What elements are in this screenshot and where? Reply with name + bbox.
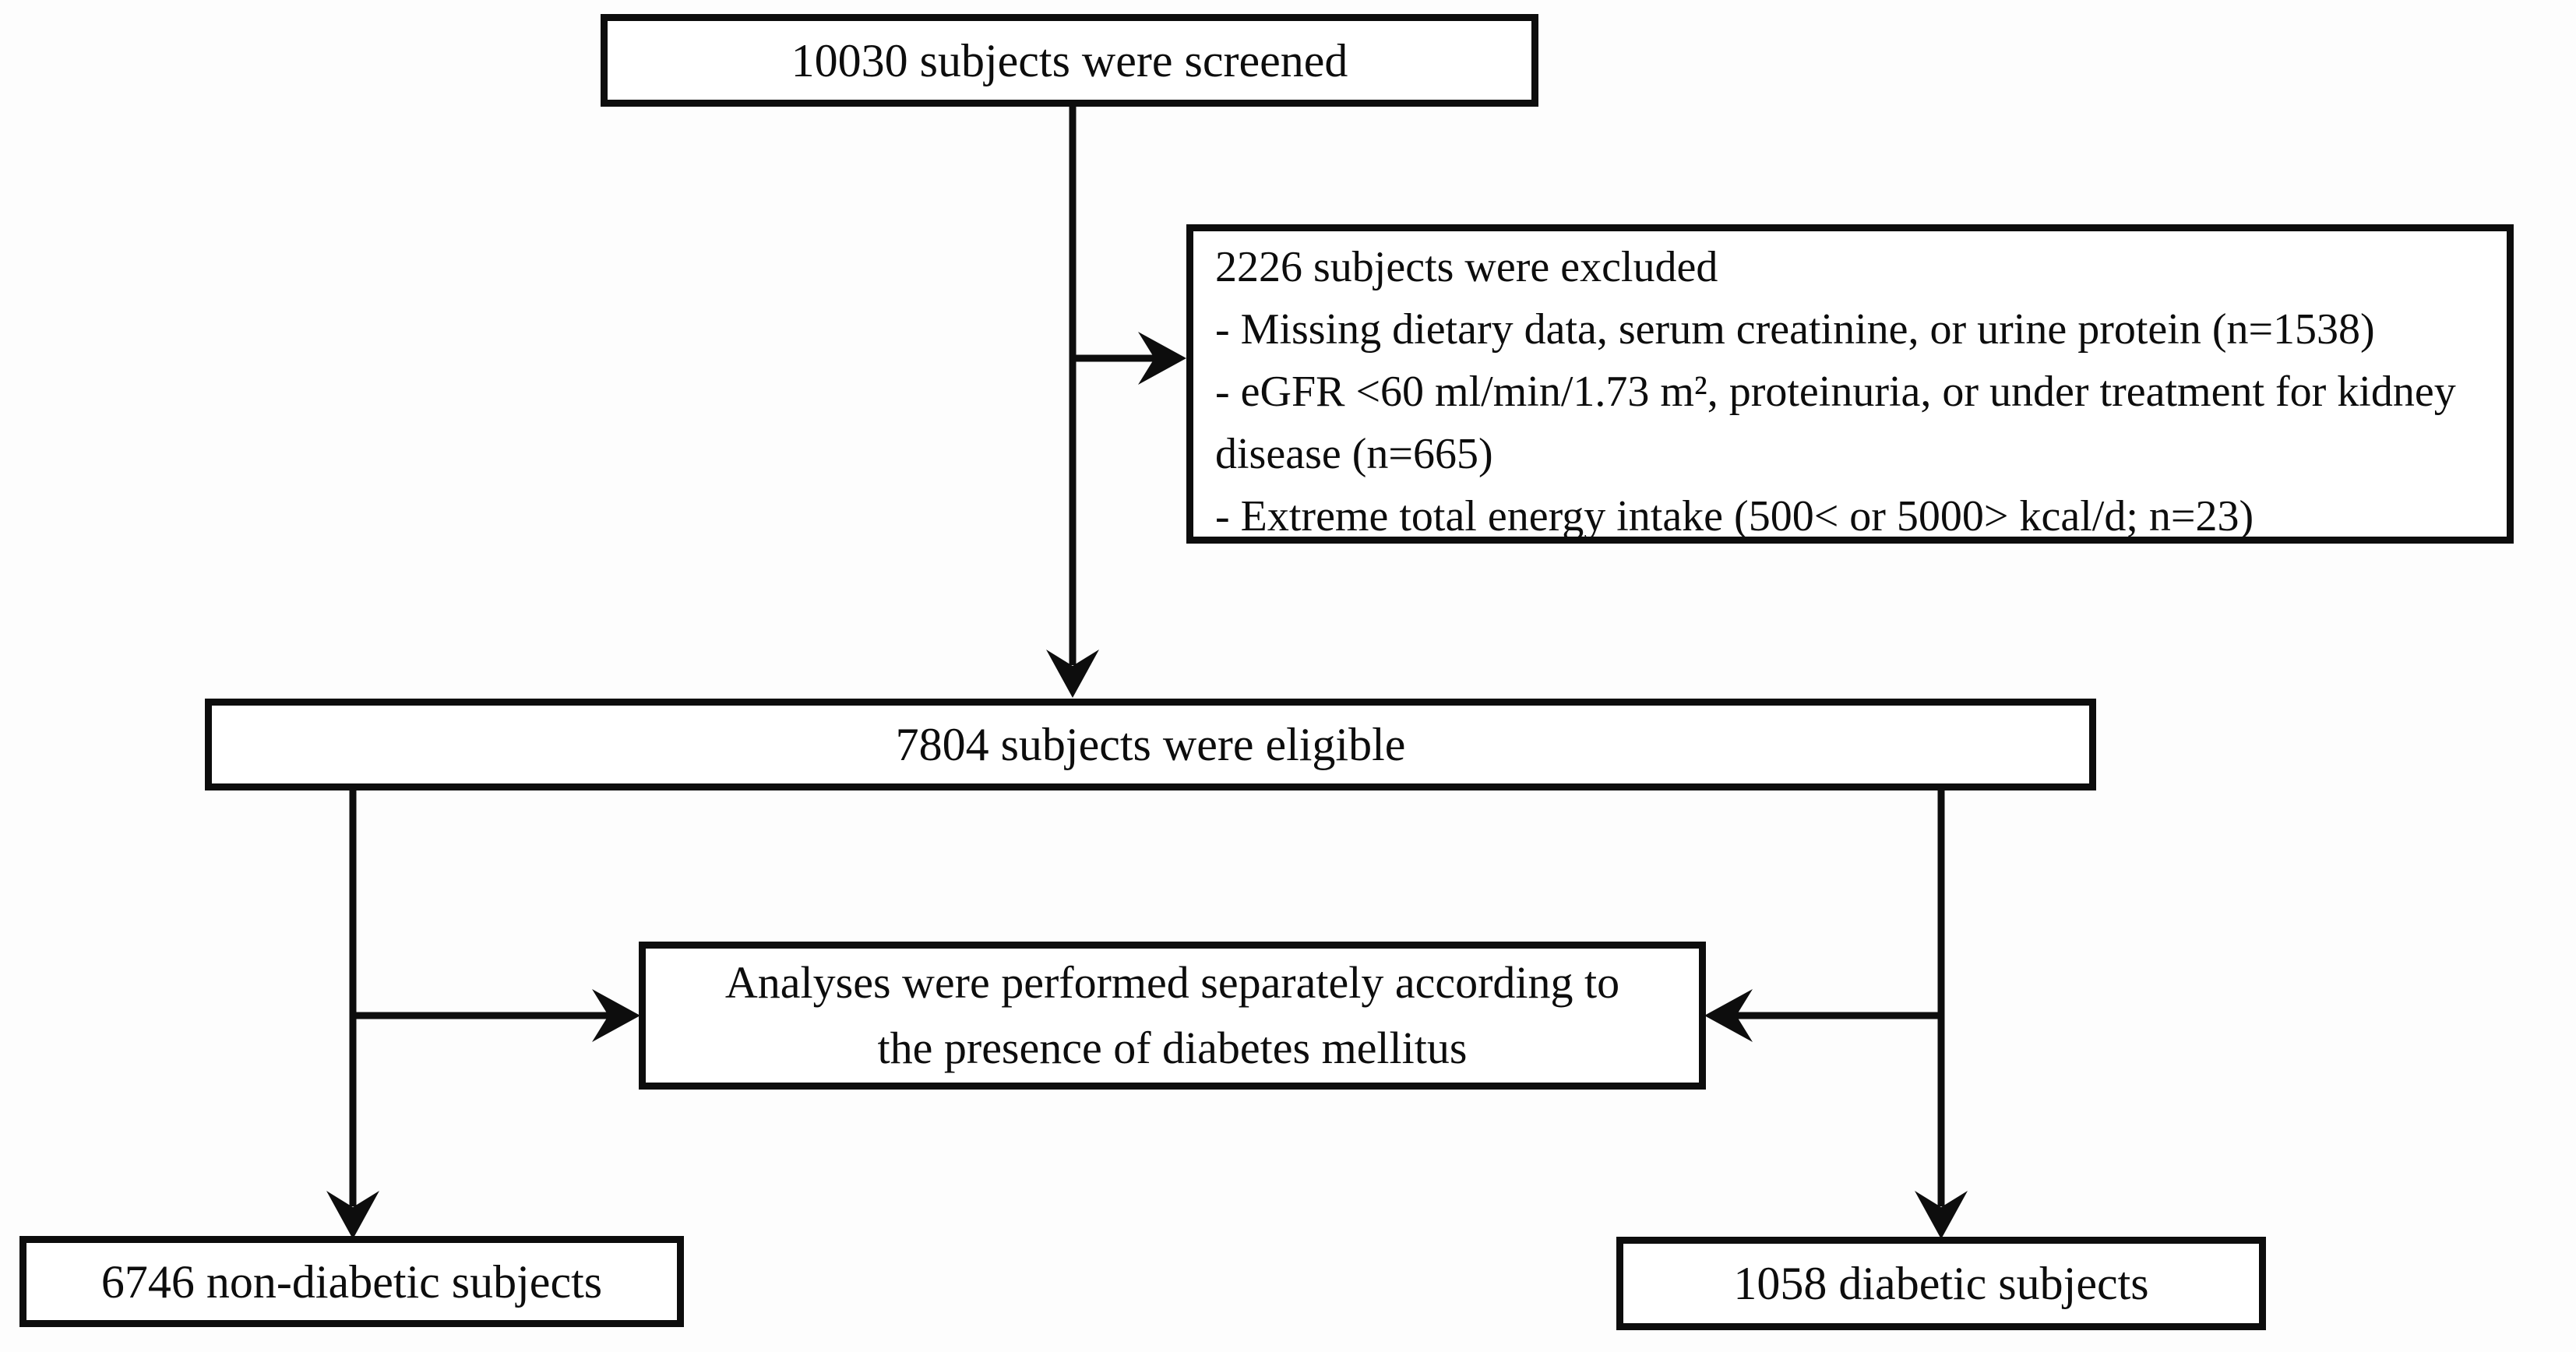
arrowhead-down-non-diabetic <box>326 1191 379 1239</box>
arrowhead-left-analyses <box>1704 989 1753 1042</box>
arrowhead-right-analyses <box>592 989 640 1042</box>
arrowhead-down-eligible <box>1046 650 1099 698</box>
arrowhead-right-excluded <box>1138 332 1186 385</box>
node-non-diabetic-label: 6746 non-diabetic subjects <box>100 1255 603 1308</box>
node-screened: 10030 subjects were screened <box>601 14 1538 107</box>
arrowhead-down-diabetic <box>1915 1191 1968 1239</box>
node-analyses: Analyses were performed separately accor… <box>639 942 1706 1090</box>
node-diabetic-label: 1058 diabetic subjects <box>1733 1258 2149 1309</box>
node-excluded: 2226 subjects were excluded - Missing di… <box>1186 224 2514 544</box>
node-eligible: 7804 subjects were eligible <box>205 699 2096 790</box>
node-non-diabetic: 6746 non-diabetic subjects <box>19 1236 684 1327</box>
node-excluded-title: 2226 subjects were excluded <box>1215 243 1718 291</box>
node-eligible-label: 7804 subjects were eligible <box>895 719 1406 770</box>
node-screened-label: 10030 subjects were screened <box>791 34 1348 86</box>
node-excluded-item: - eGFR <60 ml/min/1.73 m², proteinuria, … <box>1215 368 2456 478</box>
node-analyses-line2: the presence of diabetes mellitus <box>877 1023 1468 1073</box>
node-excluded-item: - Extreme total energy intake (500< or 5… <box>1215 492 2254 540</box>
node-diabetic: 1058 diabetic subjects <box>1616 1237 2266 1330</box>
node-analyses-line1: Analyses were performed separately accor… <box>724 957 1620 1008</box>
node-excluded-item: - Missing dietary data, serum creatinine… <box>1215 305 2375 354</box>
